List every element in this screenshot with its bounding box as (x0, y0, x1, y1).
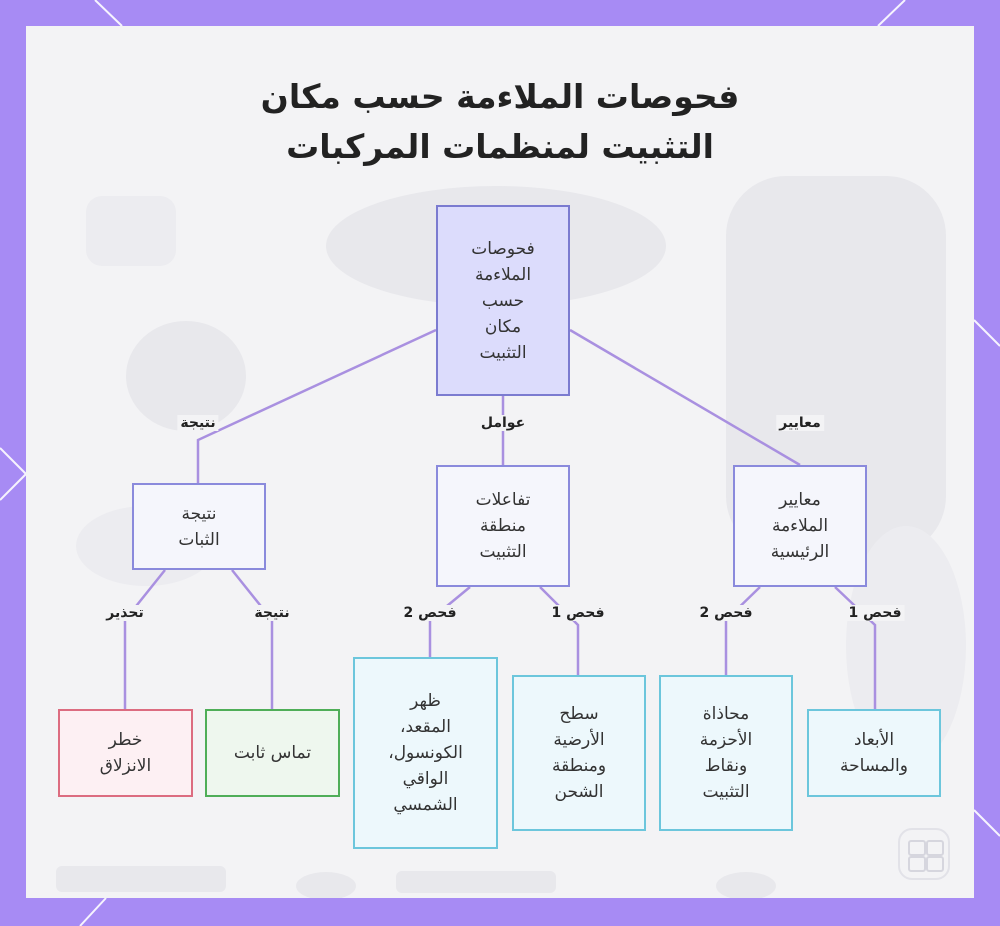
edge-label-belts: فحص 2 (696, 605, 756, 621)
edge-label-result: نتيجة (177, 415, 219, 431)
node-seat: ظهر المقعد، الكونسول، الواقي الشمسي (353, 657, 498, 849)
node-slip-risk: خطر الانزلاق (58, 709, 193, 797)
edge-label-slip: تحذير (103, 605, 147, 621)
app-logo-icon (898, 828, 950, 880)
node-factors: تفاعلات منطقة التثبيت (436, 465, 570, 587)
edge-result-stable (231, 569, 274, 709)
edge-factors-floor (539, 586, 580, 675)
diagram-title: فحوصات الملاءمة حسب مكان التثبيت لمنظمات… (0, 72, 1000, 172)
edge-label-seat: فحص 2 (400, 605, 460, 621)
edge-root-criteria (569, 328, 801, 467)
node-result: نتيجة الثبات (132, 483, 266, 570)
node-criteria: معايير الملاءمة الرئيسية (733, 465, 867, 587)
node-stable-contact: تماس ثابت (205, 709, 340, 797)
edge-root-result (196, 328, 437, 483)
title-line-1: فحوصات الملاءمة حسب مكان (260, 77, 740, 116)
edge-factors-seat (428, 586, 471, 657)
edge-label-dims: فحص 1 (845, 605, 905, 621)
node-root: فحوصات الملاءمة حسب مكان التثبيت (436, 205, 570, 396)
edge-label-criteria: معايير (776, 415, 824, 431)
node-floor: سطح الأرضية ومنطقة الشحن (512, 675, 646, 831)
edge-result-slip (123, 569, 166, 709)
title-line-2: التثبيت لمنظمات المركبات (286, 127, 714, 166)
edge-label-floor: فحص 1 (548, 605, 608, 621)
edge-criteria-belts (724, 586, 761, 675)
node-dimensions: الأبعاد والمساحة (807, 709, 941, 797)
edge-criteria-dims (834, 586, 877, 709)
node-belts: محاذاة الأحزمة ونقاط التثبيت (659, 675, 793, 831)
edge-label-stable: نتيجة (251, 605, 293, 621)
edge-label-factors: عوامل (477, 415, 529, 431)
